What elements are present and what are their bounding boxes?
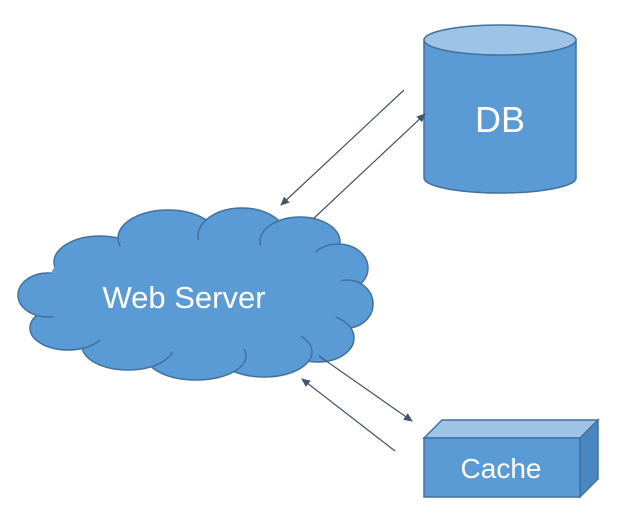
web-server-cloud-fill	[43, 240, 347, 352]
arrow-db-to-web-server	[280, 89, 405, 206]
arrow-web-server-to-db	[312, 113, 426, 220]
cache-box-front	[423, 437, 581, 498]
db-node: DB	[423, 24, 577, 194]
arrow-web-server-to-cache	[318, 355, 413, 422]
connector-arrows	[280, 89, 426, 452]
web-server-label: Web Server	[102, 280, 265, 315]
cache-label: Cache	[461, 453, 542, 484]
db-label: DB	[475, 99, 525, 140]
web-server-node: Web Server	[17, 207, 374, 381]
db-cylinder-top	[423, 24, 577, 56]
db-cylinder-body	[423, 39, 577, 194]
arrow-cache-to-web-server	[301, 378, 396, 452]
cache-node: Cache	[422, 418, 600, 499]
cache-box-top	[422, 419, 600, 439]
